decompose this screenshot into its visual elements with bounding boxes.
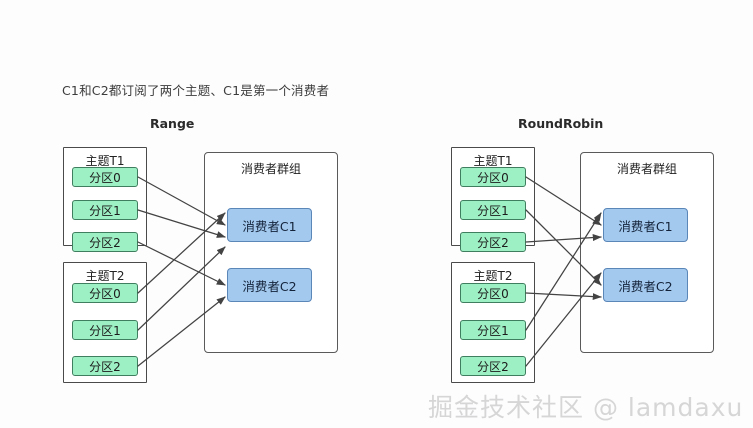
consumer-group-box-roundrobin: 消费者群组 [580,152,714,353]
topic-box-t1-roundrobin: 主题T1 [451,147,535,246]
panel-title-roundrobin: RoundRobin [518,116,604,131]
panel-title-range: Range [150,116,195,131]
consumer-chip[interactable]: 消费者C2 [227,268,312,302]
diagram-caption: C1和C2都订阅了两个主题、C1是第一个消费者 [62,83,330,98]
consumer-group-label: 消费者群组 [240,162,301,176]
consumer-chip[interactable]: 消费者C2 [603,268,688,302]
topic-label: 主题T2 [473,269,513,283]
partition-chip[interactable]: 分区1 [460,200,526,220]
consumer-group-label: 消费者群组 [616,162,677,176]
partition-chip[interactable]: 分区1 [72,200,138,220]
partition-chip[interactable]: 分区2 [72,232,138,252]
partition-chip[interactable]: 分区0 [460,167,526,187]
partition-chip[interactable]: 分区1 [460,320,526,340]
topic-label: 主题T1 [473,154,513,168]
topic-label: 主题T2 [85,269,125,283]
topic-box-t1-range: 主题T1 [63,147,147,246]
partition-chip[interactable]: 分区0 [72,167,138,187]
consumer-group-box-range: 消费者群组 [204,152,338,353]
partition-chip[interactable]: 分区2 [72,356,138,376]
partition-chip[interactable]: 分区0 [72,283,138,303]
partition-chip[interactable]: 分区1 [72,320,138,340]
partition-chip[interactable]: 分区2 [460,232,526,252]
consumer-chip[interactable]: 消费者C1 [227,208,312,242]
partition-chip[interactable]: 分区0 [460,283,526,303]
watermark: 掘金技术社区 @ lamdaxu [428,393,744,422]
partition-chip[interactable]: 分区2 [460,356,526,376]
consumer-chip[interactable]: 消费者C1 [603,208,688,242]
topic-label: 主题T1 [85,154,125,168]
